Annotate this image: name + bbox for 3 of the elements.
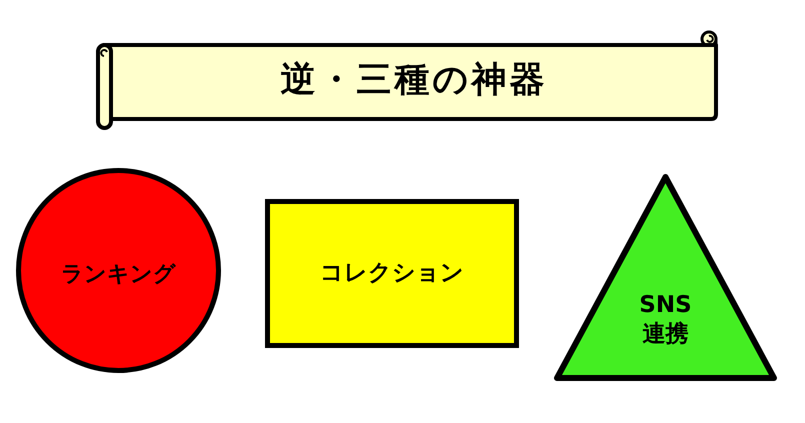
triangle-node: SNS連携	[553, 173, 778, 382]
rectangle-node: コレクション	[265, 199, 519, 348]
circle-node: ランキング	[16, 168, 221, 373]
